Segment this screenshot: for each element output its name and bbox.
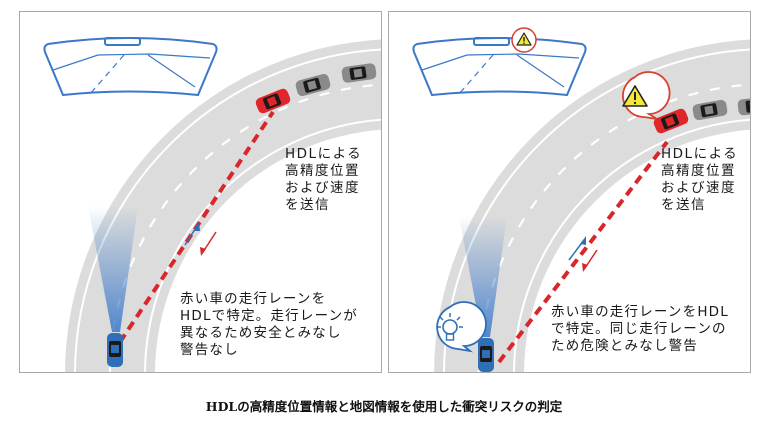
gray-car-icon <box>341 63 377 83</box>
blue-car-icon <box>107 333 123 367</box>
gray-car-icon <box>737 96 750 116</box>
hdl-send-label: HDLによる 高精度位置 および速度 を送信 <box>661 146 739 213</box>
road-scene <box>412 27 750 372</box>
exchange-arrows-icon <box>568 236 598 272</box>
red-car-icon <box>255 88 291 114</box>
gray-car-icon <box>295 73 331 97</box>
car-warning-icon <box>622 71 671 120</box>
sensor-beam <box>88 206 138 332</box>
hdl-link-line <box>497 140 669 364</box>
windshield-icon <box>412 37 587 97</box>
sensor-beam <box>459 216 507 337</box>
windshield-icon <box>43 37 218 97</box>
hdl-send-label: HDLによる 高精度位置 および速度 を送信 <box>285 146 363 213</box>
road-scene <box>43 37 381 372</box>
panel-danger-case: HDLによる 高精度位置 および速度 を送信 赤い車の走行レーンをHDL で特定… <box>388 11 751 373</box>
result-description: 赤い車の走行レーンを HDLで特定。走行レーンが 異なるため安全とみなし 警告な… <box>180 291 358 358</box>
blue-car-icon <box>478 338 494 372</box>
exchange-arrows-icon <box>184 222 217 256</box>
result-description: 赤い車の走行レーンをHDL で特定。同じ走行レーンの ため危険とみなし警告 <box>551 304 729 354</box>
windshield-warning-icon <box>511 27 537 53</box>
red-car-icon <box>653 108 689 134</box>
figure-caption: HDLの高精度位置情報と地図情報を使用した衝突リスクの判定 <box>205 399 563 414</box>
lightbulb-icon <box>436 301 487 353</box>
panel-safe-case: HDLによる 高精度位置 および速度 を送信 赤い車の走行レーンを HDLで特定… <box>19 11 382 373</box>
gray-car-icon <box>692 99 728 121</box>
